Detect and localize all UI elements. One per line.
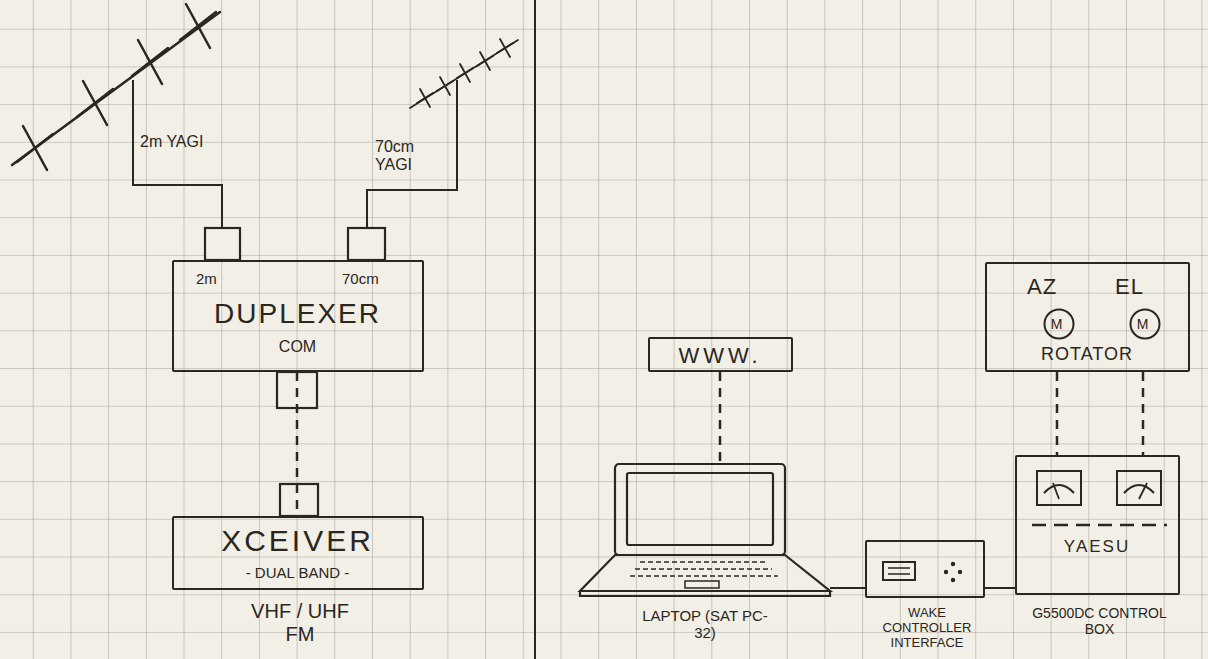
box-label: 2m [196, 270, 217, 287]
laptop-drawing [580, 463, 830, 597]
control-box-drawing [1017, 457, 1182, 597]
dashed-connector [719, 372, 722, 463]
cable-connector [985, 587, 1015, 589]
antenna-label: 2m YAGI [140, 133, 210, 151]
antenna-label: 70cm YAGI [375, 138, 453, 175]
box-label: - DUAL BAND - [172, 564, 424, 581]
interface-drawing [867, 542, 987, 600]
control-box: YAESUG5500DC CONTROL BOX [1015, 455, 1180, 595]
box-label: WWW. [648, 343, 793, 368]
box-label: COM [172, 338, 424, 356]
transceiver-box: XCEIVER- DUAL BAND -VHF / UHF FM [172, 516, 424, 590]
box-label: EL [1115, 274, 1144, 299]
caption-label: VHF / UHF FM [235, 600, 365, 646]
box-label: DUPLEXER [172, 298, 424, 330]
box-label: ROTATOR [985, 344, 1190, 365]
caption-label: WAKE CONTROLLER INTERFACE [872, 606, 982, 651]
box-label: AZ [1027, 274, 1057, 299]
cable-connector [830, 587, 865, 589]
connector [205, 228, 385, 516]
controller-interface: WAKE CONTROLLER INTERFACE [865, 540, 985, 598]
caption-label: G5500DC CONTROL BOX [1022, 605, 1177, 637]
dashed-connector [1056, 372, 1059, 455]
box-label: M [1127, 316, 1159, 332]
box-label: M [1041, 316, 1073, 332]
motor-symbol: M [1129, 308, 1161, 340]
yagi-70cm [410, 39, 518, 108]
yagi-2m [12, 4, 220, 170]
dashed-connector [296, 372, 299, 516]
rotator-box: AZ EL ROTATOR M M [985, 262, 1190, 372]
motor-symbol: M [1043, 308, 1075, 340]
caption-label: LAPTOP (SAT PC-32) [635, 607, 775, 642]
box-label: XCEIVER [172, 524, 424, 559]
box-label: 70cm [342, 270, 379, 287]
divider-line [534, 0, 536, 659]
dashed-connector [1142, 372, 1145, 455]
laptop: LAPTOP (SAT PC-32) [580, 463, 830, 597]
www-box: WWW. [648, 337, 793, 372]
box-label: YAESU [1015, 537, 1180, 557]
duplexer-box: 2m 70cmDUPLEXER COM [172, 260, 424, 372]
feed-line [367, 80, 457, 228]
feed-line [133, 80, 222, 228]
